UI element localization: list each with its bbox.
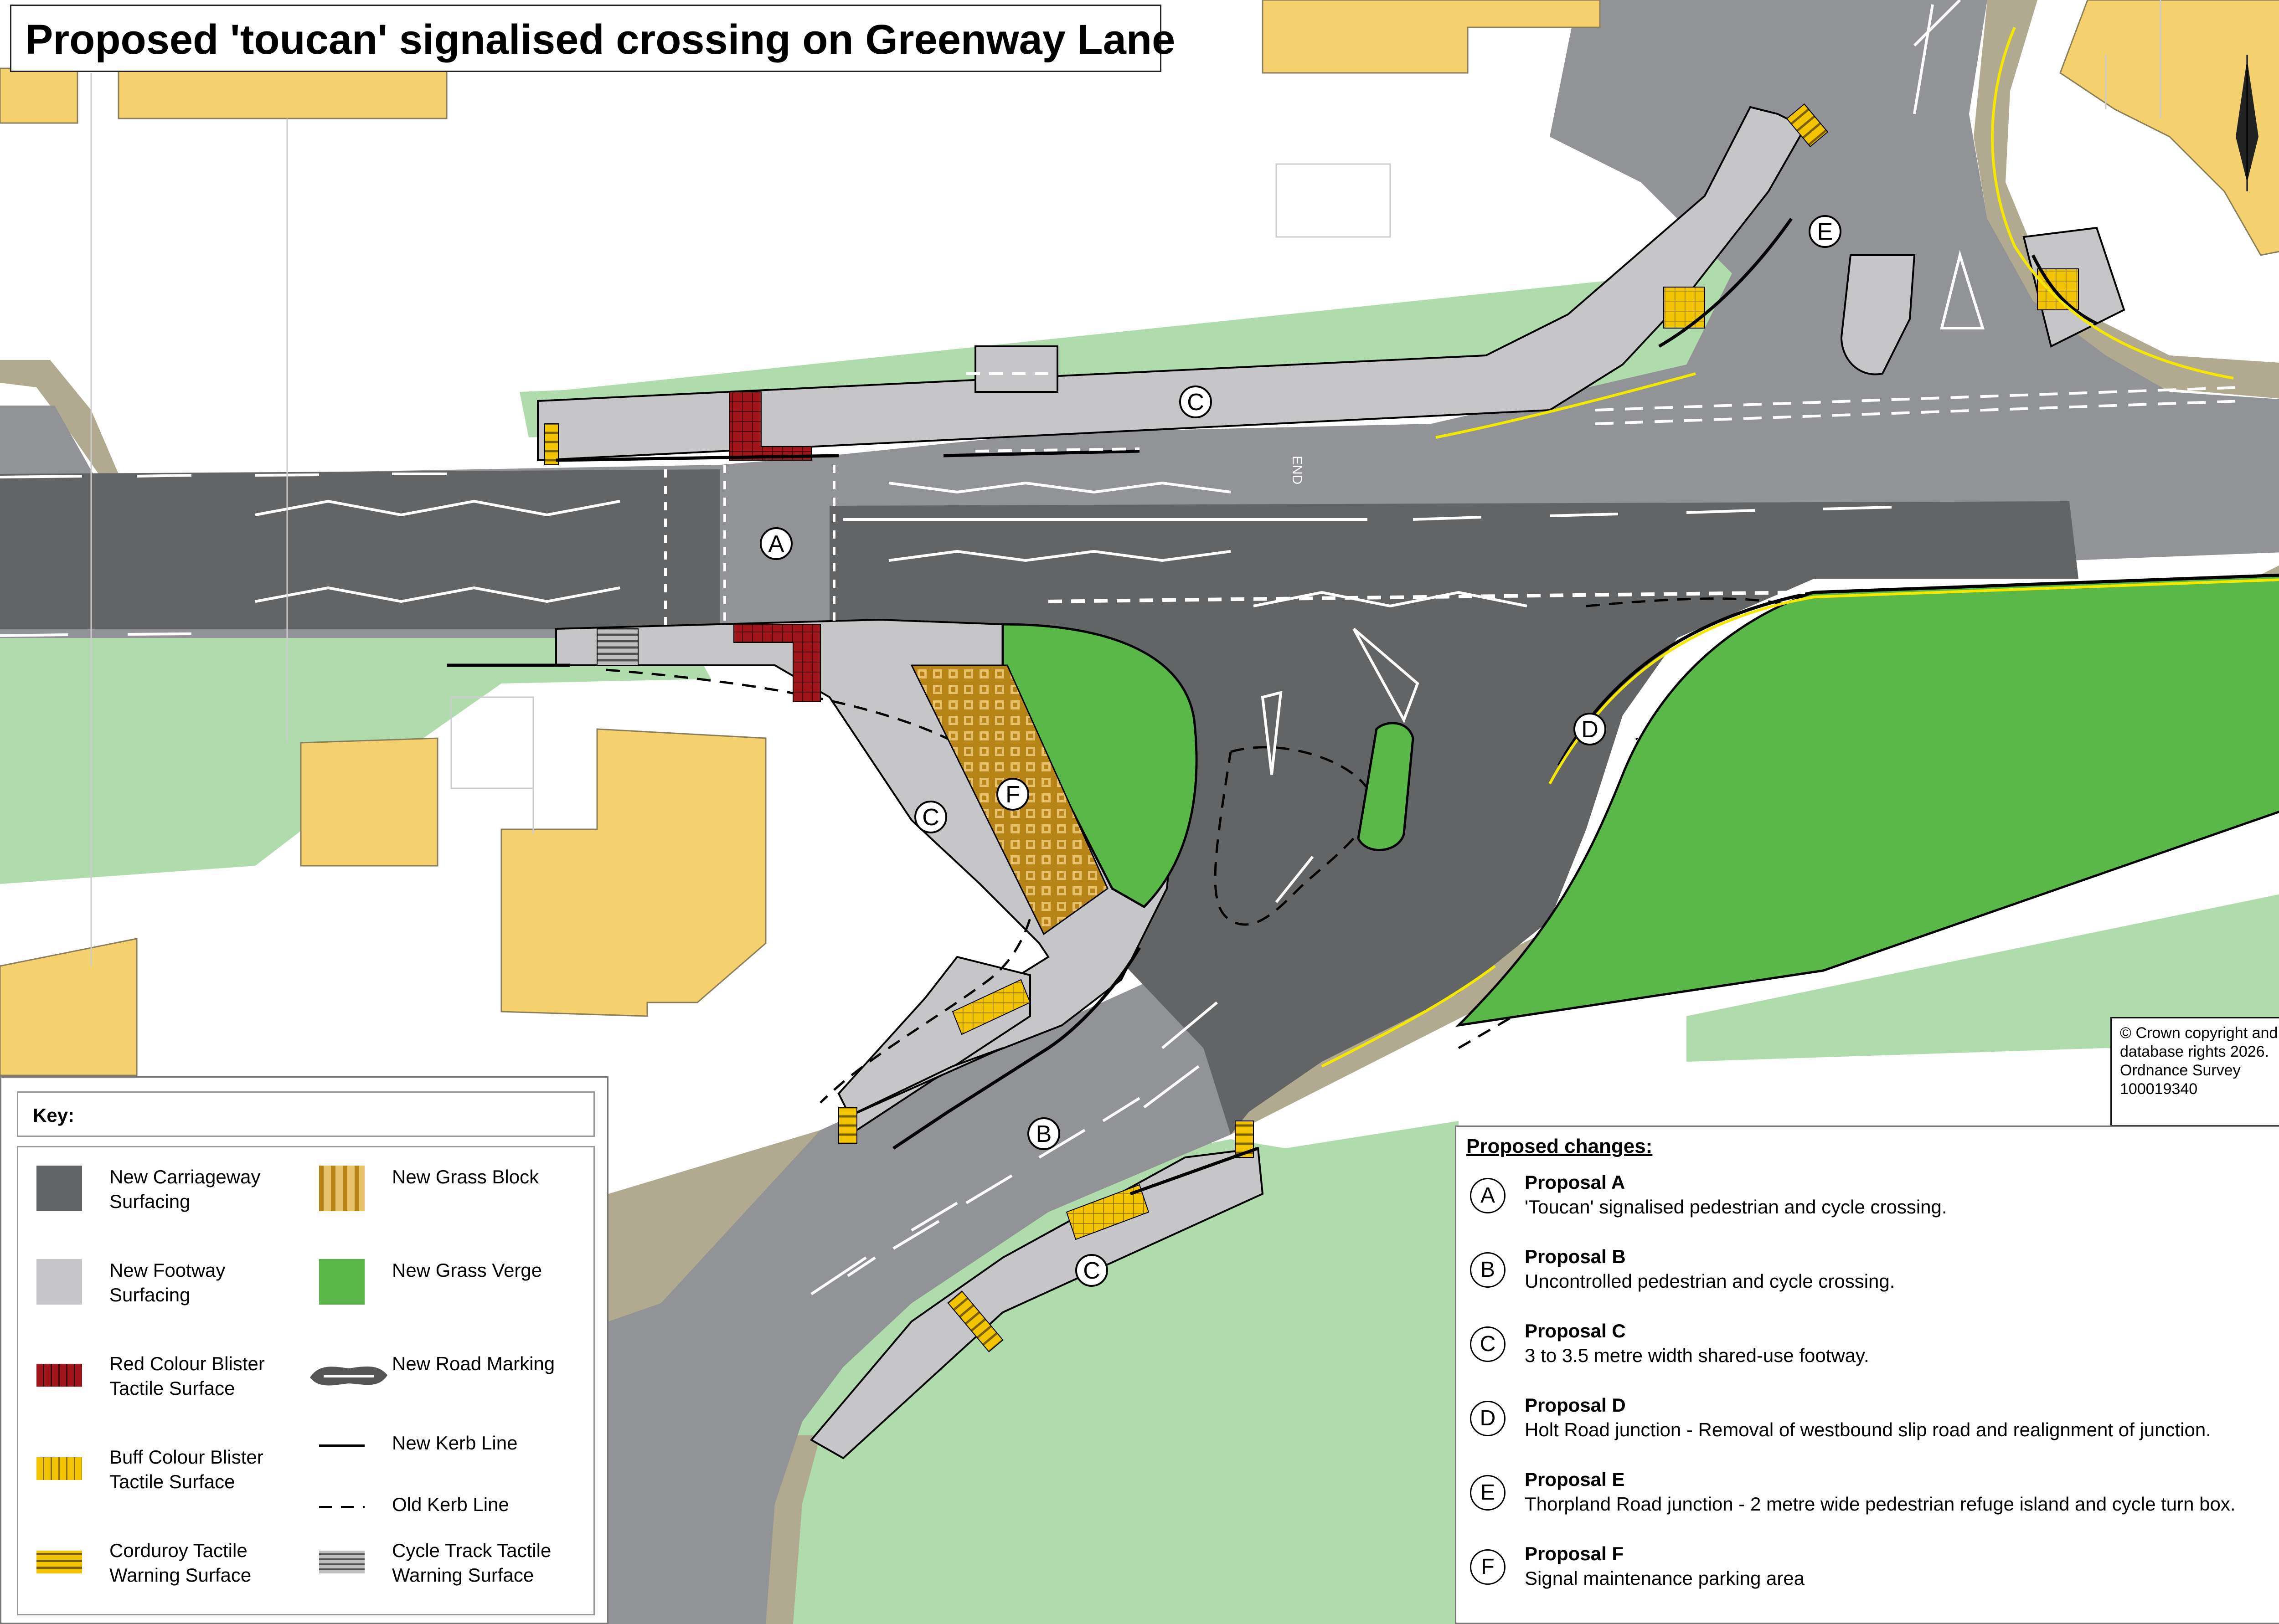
refuge-island (1840, 254, 1916, 375)
key-item-grass-verge: New Grass Verge (301, 1250, 583, 1318)
key-items: New Carriageway Surfacing New Footway Su… (17, 1146, 595, 1615)
proposal-e: E Proposal E Thorpland Road junction - 2… (1470, 1465, 2279, 1533)
end-marking-text: END (1289, 456, 1304, 484)
map-label-f: F (996, 778, 1029, 811)
new-kerb-line-swatch-icon (319, 1444, 365, 1447)
map-label-d: D (1573, 713, 1606, 745)
building-outlines (90, 0, 2161, 966)
road-markings (0, 0, 2243, 1294)
key-item-red-blister: Red Colour Blister Tactile Surface (18, 1343, 301, 1412)
map-label-a: A (760, 527, 793, 560)
svg-text:D: D (1581, 716, 1598, 743)
key-item-new-kerb-line: New Kerb Line (301, 1421, 583, 1475)
proposal-letter: C (1470, 1326, 1506, 1362)
copyright-notice: © Crown copyright and database rights 20… (2110, 1017, 2279, 1126)
key-item-cycle-track-tactile: Cycle Track Tactile Warning Surface (301, 1530, 583, 1598)
proposal-f: F Proposal F Signal maintenance parking … (1470, 1539, 2279, 1608)
key-title-box: Key: (17, 1091, 595, 1137)
proposal-letter: F (1470, 1549, 1506, 1585)
map-label-b: B (1027, 1117, 1060, 1150)
svg-text:C: C (922, 804, 939, 831)
new-grass-verge (1001, 574, 2279, 1027)
svg-text:C: C (1083, 1258, 1100, 1284)
key-title: Key: (33, 1105, 75, 1126)
proposal-letter: E (1470, 1475, 1506, 1511)
changes-title: Proposed changes: (1466, 1135, 1653, 1157)
svg-text:B: B (1036, 1121, 1052, 1147)
key-item-new-footway: New Footway Surfacing (18, 1250, 301, 1318)
key-item-grass-block: New Grass Block (301, 1156, 583, 1225)
corduroy-swatch-icon (36, 1551, 82, 1573)
proposal-b: B Proposal B Uncontrolled pedestrian and… (1470, 1242, 2279, 1311)
buildings (0, 0, 2279, 1076)
proposal-c: C Proposal C 3 to 3.5 metre width shared… (1470, 1316, 2279, 1385)
map-label-c3: C (1075, 1254, 1108, 1287)
map-label-e: E (1809, 215, 1841, 248)
svg-text:C: C (1187, 389, 1204, 416)
proposal-letter: A (1470, 1178, 1506, 1213)
key-item-buff-blister: Buff Colour Blister Tactile Surface (18, 1437, 301, 1505)
key-panel: Key: New Carriageway Surfacing New Footw… (0, 1076, 608, 1624)
buff-blister-swatch-icon (36, 1457, 82, 1480)
north-arrow-icon (2236, 55, 2258, 191)
proposed-changes-panel: Proposed changes: A Proposal A 'Toucan' … (1455, 1125, 2279, 1624)
corduroy-tactile (544, 103, 1829, 1352)
svg-text:F: F (1005, 781, 1020, 808)
key-item-new-carriageway: New Carriageway Surfacing (18, 1156, 301, 1225)
new-carriageway-swatch-icon (36, 1166, 82, 1211)
key-item-road-marking: New Road Marking (301, 1343, 583, 1412)
cycle-track-tactile (597, 628, 639, 666)
map-label-c1: C (1179, 385, 1212, 418)
cycle-track-tactile-swatch-icon (319, 1551, 365, 1573)
proposal-letter: D (1470, 1401, 1506, 1436)
new-footway-swatch-icon (36, 1259, 82, 1305)
road-marking-swatch-icon (310, 1366, 387, 1386)
svg-text:E: E (1817, 219, 1833, 245)
map-label-c2: C (914, 801, 947, 833)
grass-verge-swatch-icon (319, 1259, 365, 1305)
red-blister-swatch-icon (36, 1364, 82, 1387)
proposal-letter: B (1470, 1252, 1506, 1288)
title-box: Proposed 'toucan' signalised crossing on… (10, 5, 1175, 72)
yellow-lines (1321, 26, 2279, 1068)
grass-block-swatch-icon (319, 1166, 365, 1211)
red-blister-tactile (729, 391, 821, 702)
key-item-old-kerb-line: Old Kerb Line (301, 1482, 583, 1537)
proposal-d: D Proposal D Holt Road junction - Remova… (1470, 1391, 2279, 1459)
svg-text:A: A (768, 531, 784, 557)
proposal-a: A Proposal A 'Toucan' signalised pedestr… (1470, 1168, 2279, 1236)
old-kerb-line-swatch-icon (319, 1506, 365, 1508)
page-title: Proposed 'toucan' signalised crossing on… (25, 16, 1176, 63)
key-item-corduroy: Corduroy Tactile Warning Surface (18, 1530, 301, 1598)
